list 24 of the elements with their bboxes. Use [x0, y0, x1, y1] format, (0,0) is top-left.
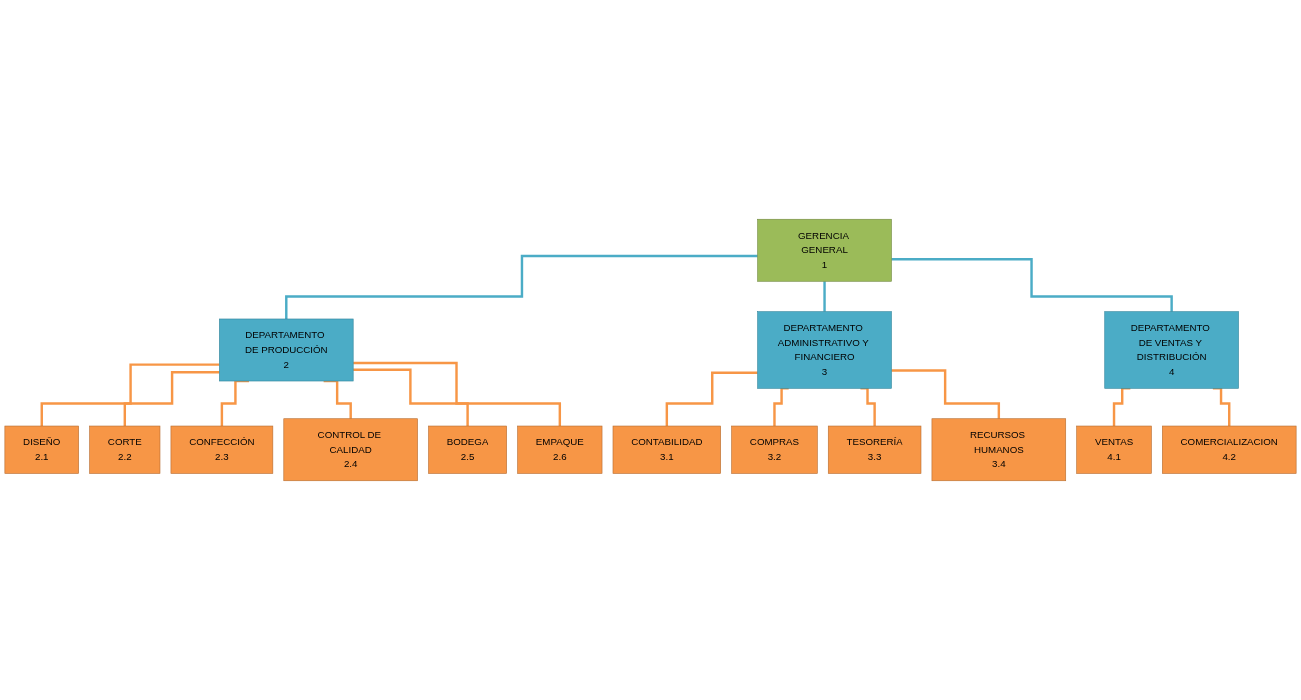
- node-box: EMPAQUE 2.6: [517, 425, 603, 474]
- node-box: RECURSOS HUMANOS 3.4: [931, 418, 1067, 482]
- node-box: CONFECCIÓN 2.3: [170, 425, 274, 474]
- connector: [823, 280, 826, 313]
- node-box: DEPARTAMENTO DE VENTAS Y DISTRIBUCIÓN 4: [1104, 311, 1239, 389]
- connector: [40, 363, 220, 428]
- connector: [665, 371, 758, 428]
- node-box: COMERCIALIZACION 4.2: [1162, 425, 1297, 474]
- node-box: CONTROL DE CALIDAD 2.4: [283, 418, 418, 482]
- node-box: GERENCIA GENERAL 1: [757, 218, 892, 282]
- connector: [353, 361, 562, 428]
- node-box: BODEGA 2.5: [428, 425, 507, 474]
- node-box: DISEÑO 2.1: [4, 425, 79, 474]
- node-box: VENTAS 4.1: [1076, 425, 1152, 474]
- connector: [891, 257, 1173, 313]
- node-box: CONTABILIDAD 3.1: [612, 425, 721, 474]
- node-box: DEPARTAMENTO ADMINISTRATIVO Y FINANCIERO 3: [757, 311, 892, 389]
- node-box: DEPARTAMENTO DE PRODUCCIÓN 2: [219, 318, 354, 382]
- node-box: COMPRAS 3.2: [731, 425, 818, 474]
- node-box: TESORERÍA 3.3: [827, 425, 922, 474]
- connector: [891, 369, 1001, 420]
- connector: [123, 370, 220, 428]
- connector: [353, 368, 469, 428]
- node-box: CORTE 2.2: [89, 425, 161, 474]
